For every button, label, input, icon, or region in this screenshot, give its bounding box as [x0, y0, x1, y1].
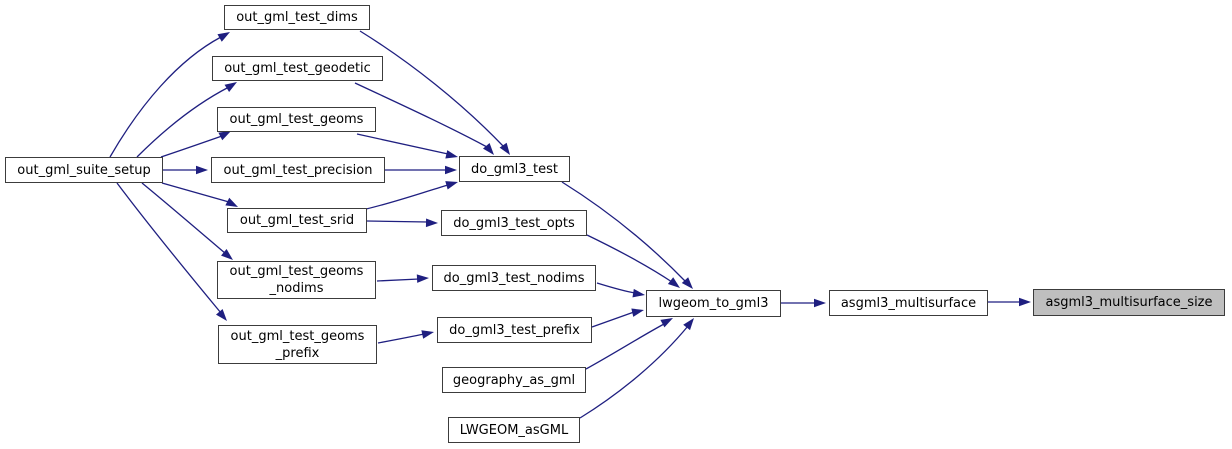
arrowhead-icon	[445, 181, 458, 190]
node-label: _nodims	[269, 281, 324, 296]
arrowhead-icon	[224, 82, 237, 93]
edge-geography_as_gml--lwgeom_to_gml3	[585, 323, 665, 370]
node-label: do_gml3_test_prefix	[449, 322, 580, 338]
node-label: lwgeom_to_gml3	[658, 296, 769, 311]
arrowhead-icon	[660, 318, 673, 328]
arrowhead-icon	[416, 274, 429, 283]
arrowhead-icon	[482, 143, 494, 155]
edge-LWGEOM_asGML--lwgeom_to_gml3	[579, 325, 689, 419]
node-label: do_gml3_test_nodims	[443, 270, 585, 286]
arrowhead-icon	[631, 308, 644, 317]
edge-out_gml_test_geoms_nodims--do_gml3_test_nodims	[376, 278, 420, 282]
edge-do_gml3_test_opts--lwgeom_to_gml3	[586, 234, 673, 283]
node-label: out_gml_test_srid	[239, 213, 355, 228]
arrowhead-icon	[667, 277, 680, 288]
edge-out_gml_test_geoms--do_gml3_test	[356, 133, 449, 155]
arrowhead-icon	[421, 330, 434, 339]
node-label: out_gml_suite_setup	[17, 162, 151, 178]
node-do_gml3_test_opts[interactable]: do_gml3_test_opts	[441, 210, 587, 236]
node-out_gml_test_geodetic[interactable]: out_gml_test_geodetic	[212, 56, 383, 81]
edge-do_gml3_test_nodims--lwgeom_to_gml3	[596, 282, 636, 294]
node-geography_as_gml[interactable]: geography_as_gml	[442, 367, 586, 393]
arrowhead-icon	[814, 298, 826, 308]
node-label: out_gml_test_precision	[223, 162, 373, 178]
arrowhead-icon	[1019, 297, 1031, 307]
node-label: do_gml3_test_opts	[453, 215, 575, 231]
edge-out_gml_suite_setup--out_gml_test_dims	[109, 36, 222, 158]
node-asgml3_multisurface_size: asgml3_multisurface_size	[1033, 289, 1225, 316]
node-label: geography_as_gml	[452, 372, 576, 388]
node-label: out_gml_test_geodetic	[224, 61, 371, 76]
node-do_gml3_test_prefix[interactable]: do_gml3_test_prefix	[437, 317, 592, 343]
node-do_gml3_test_nodims[interactable]: do_gml3_test_nodims	[432, 265, 596, 291]
edge-out_gml_suite_setup--out_gml_test_geoms_nodims	[141, 182, 227, 255]
node-label: out_gml_test_geoms	[230, 328, 365, 344]
node-asgml3_multisurface[interactable]: asgml3_multisurface	[829, 290, 988, 316]
edge-out_gml_test_dims--do_gml3_test	[359, 30, 505, 148]
node-label: out_gml_test_dims	[236, 10, 358, 25]
arrowhead-icon	[683, 318, 694, 331]
edge-out_gml_suite_setup--out_gml_test_geoms_prefix	[116, 182, 222, 314]
node-label: out_gml_test_geoms	[229, 112, 364, 127]
node-label: asgml3_multisurface_size	[1045, 295, 1213, 310]
node-out_gml_test_precision[interactable]: out_gml_test_precision	[211, 157, 385, 183]
node-out_gml_test_geoms_nodims[interactable]: out_gml_test_geoms _nodims	[217, 261, 376, 299]
arrowhead-icon	[445, 165, 457, 175]
edge-out_gml_test_geoms_prefix--do_gml3_test_prefix	[377, 333, 425, 344]
node-lwgeom_to_gml3[interactable]: lwgeom_to_gml3	[646, 290, 781, 317]
edge-out_gml_suite_setup--out_gml_test_srid	[161, 182, 230, 203]
arrowhead-icon	[681, 277, 693, 289]
arrowhead-icon	[215, 309, 227, 321]
arrowhead-icon	[196, 165, 208, 175]
node-label: asgml3_multisurface	[840, 295, 977, 311]
edge-out_gml_suite_setup--out_gml_test_geodetic	[136, 86, 230, 158]
edge-out_gml_test_srid--do_gml3_test_opts	[366, 220, 429, 223]
arrowhead-icon	[225, 197, 238, 207]
edge-out_gml_test_srid--do_gml3_test	[365, 184, 449, 210]
node-out_gml_suite_setup[interactable]: out_gml_suite_setup	[5, 157, 163, 183]
node-label: do_gml3_test	[471, 161, 558, 177]
arrowhead-icon	[445, 150, 458, 159]
edge-do_gml3_test--lwgeom_to_gml3	[561, 181, 687, 283]
node-out_gml_test_geoms_prefix[interactable]: out_gml_test_geoms_prefix	[218, 325, 377, 364]
node-do_gml3_test[interactable]: do_gml3_test	[459, 156, 570, 182]
arrowhead-icon	[499, 142, 510, 155]
edge-out_gml_test_geodetic--do_gml3_test	[354, 82, 488, 148]
arrowhead-icon	[425, 218, 438, 228]
node-out_gml_test_srid[interactable]: out_gml_test_srid	[227, 208, 367, 233]
node-label: out_gml_test_geoms	[229, 264, 364, 279]
node-LWGEOM_asGML[interactable]: LWGEOM_asGML	[448, 417, 580, 443]
node-label: LWGEOM_asGML	[459, 422, 569, 438]
arrowhead-icon	[217, 32, 230, 42]
arrowhead-icon	[218, 131, 231, 141]
arrowhead-icon	[221, 248, 233, 260]
node-label: _prefix	[275, 345, 320, 361]
node-out_gml_test_geoms[interactable]: out_gml_test_geoms	[217, 107, 376, 132]
edge-out_gml_suite_setup--out_gml_test_geoms	[160, 135, 223, 158]
arrowhead-icon	[632, 288, 645, 298]
edge-do_gml3_test_prefix--lwgeom_to_gml3	[591, 311, 635, 328]
node-out_gml_test_dims[interactable]: out_gml_test_dims	[224, 5, 370, 30]
